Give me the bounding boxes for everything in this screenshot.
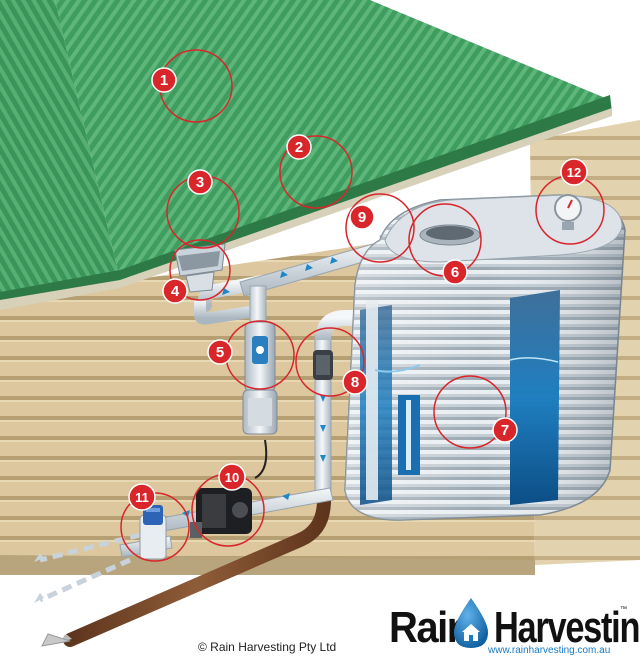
rainwater-tank: [344, 194, 626, 521]
brand-url: www.rainharvesting.com.au: [488, 645, 611, 656]
marker-ring-7: [433, 375, 507, 449]
label-1: 1: [151, 67, 177, 93]
svg-text:3: 3: [196, 174, 204, 191]
roof-left-face: [0, 0, 120, 305]
water-filter: [242, 321, 278, 479]
trademark-symbol: ™: [620, 606, 627, 613]
marker-ring-8: [295, 327, 365, 397]
wall-base: [0, 555, 535, 575]
svg-text:10: 10: [225, 470, 239, 485]
label-9: 9: [349, 204, 375, 230]
roof-gutter: [0, 95, 612, 308]
svg-text:5: 5: [216, 344, 224, 361]
marker-ring-2: [279, 135, 353, 209]
label-4: 4: [162, 278, 188, 304]
rain-head: [174, 243, 226, 293]
tank-inlet-bend: [315, 310, 365, 341]
water-drop-house-icon: [454, 598, 488, 648]
svg-text:1: 1: [160, 72, 168, 89]
svg-text:7: 7: [501, 422, 509, 439]
downpipe-upper: [249, 285, 267, 327]
svg-text:11: 11: [135, 490, 149, 505]
label-11: 11: [128, 483, 156, 511]
overflow-line-2: [38, 557, 132, 603]
marker-ring-4: [169, 239, 231, 301]
marker-ring-9: [345, 193, 415, 263]
first-flush-diverter: [313, 350, 333, 380]
label-5: 5: [207, 339, 233, 365]
svg-text:12: 12: [567, 165, 581, 180]
label-10: 10: [218, 463, 246, 491]
label-6: 6: [442, 259, 468, 285]
label-7: 7: [492, 417, 518, 443]
label-8: 8: [342, 369, 368, 395]
label-badges: 1 2 3 4 5 6 7 8 9 10 11 12: [128, 67, 588, 511]
svg-text:9: 9: [358, 209, 366, 226]
svg-text:6: 6: [451, 264, 459, 281]
svg-text:2: 2: [295, 139, 303, 156]
svg-text:4: 4: [171, 283, 180, 300]
tank-water-cutaway: [510, 290, 560, 505]
brand-name-harvesting: Harvesting: [494, 604, 640, 652]
copyright-text: © Rain Harvesting Pty Ltd: [198, 640, 337, 654]
pressure-pump: [190, 488, 252, 538]
label-12: 12: [560, 158, 588, 186]
mains-switch: [139, 505, 167, 560]
label-3: 3: [187, 169, 213, 195]
label-2: 2: [286, 134, 312, 160]
svg-text:8: 8: [351, 374, 359, 391]
